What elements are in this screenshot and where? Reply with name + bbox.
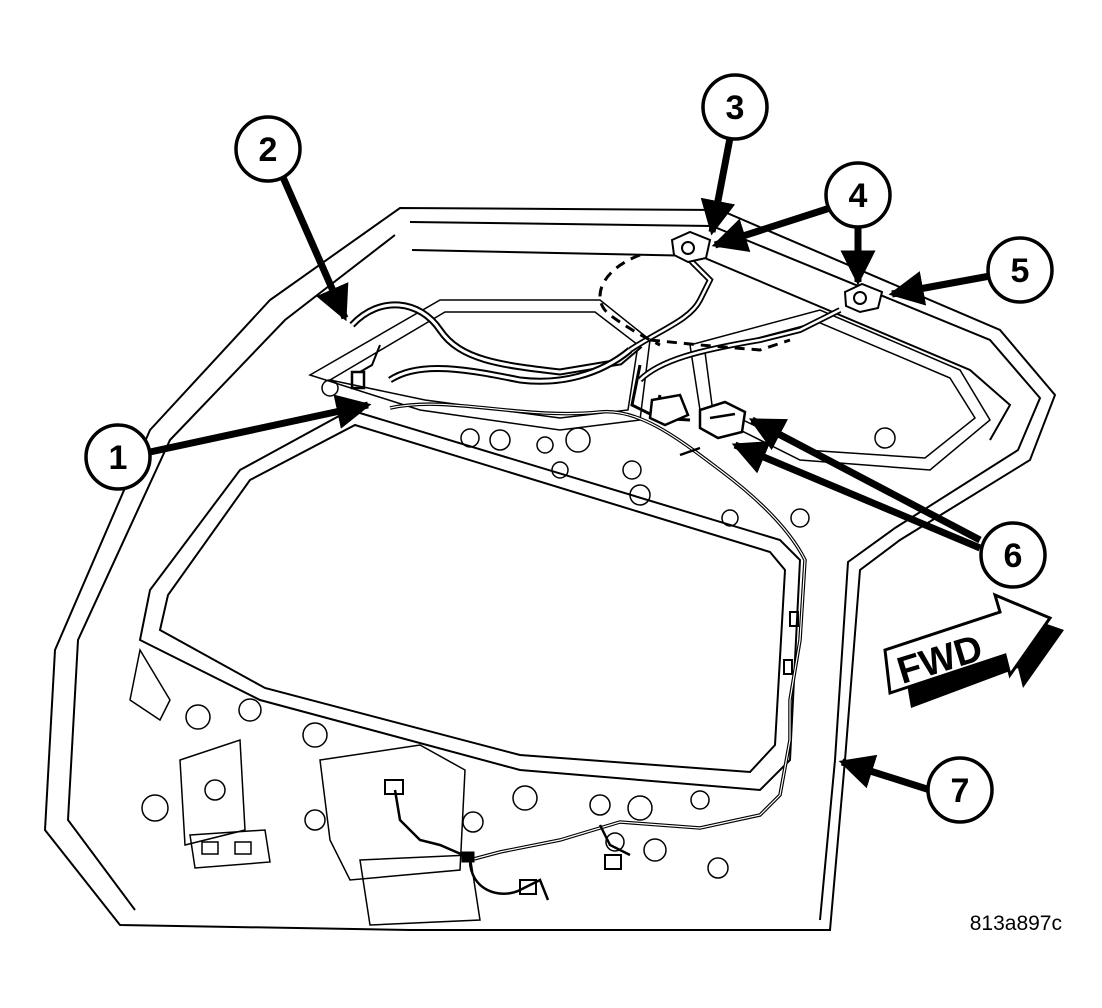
svg-text:3: 3 bbox=[726, 89, 745, 127]
svg-text:6: 6 bbox=[1004, 537, 1023, 575]
callout-leaders bbox=[149, 137, 991, 794]
callout-5: 5 bbox=[986, 236, 1054, 304]
svg-text:4: 4 bbox=[849, 177, 868, 215]
callout-7: 7 bbox=[926, 756, 994, 824]
hidden-hose-routing bbox=[598, 253, 791, 352]
figure-id: 813a897c bbox=[970, 912, 1062, 935]
rear-glass-area bbox=[138, 408, 802, 792]
callout-6: 6 bbox=[979, 521, 1047, 589]
svg-text:2: 2 bbox=[259, 131, 278, 169]
washer-nozzles bbox=[670, 230, 884, 314]
callout-3: 3 bbox=[701, 73, 769, 141]
svg-text:5: 5 bbox=[1011, 252, 1030, 290]
svg-text:7: 7 bbox=[951, 772, 970, 810]
lower-trim-features bbox=[129, 647, 481, 926]
callout-2: 2 bbox=[234, 115, 302, 183]
grommet-holes bbox=[141, 379, 896, 879]
svg-text:1: 1 bbox=[109, 439, 128, 477]
wire-connectors bbox=[648, 393, 747, 440]
callout-4: 4 bbox=[824, 161, 892, 229]
upper-hose-assembly bbox=[349, 257, 842, 422]
callout-1: 1 bbox=[84, 423, 152, 491]
fwd-arrow: FWD bbox=[883, 592, 1064, 708]
wire-harness bbox=[384, 402, 807, 901]
